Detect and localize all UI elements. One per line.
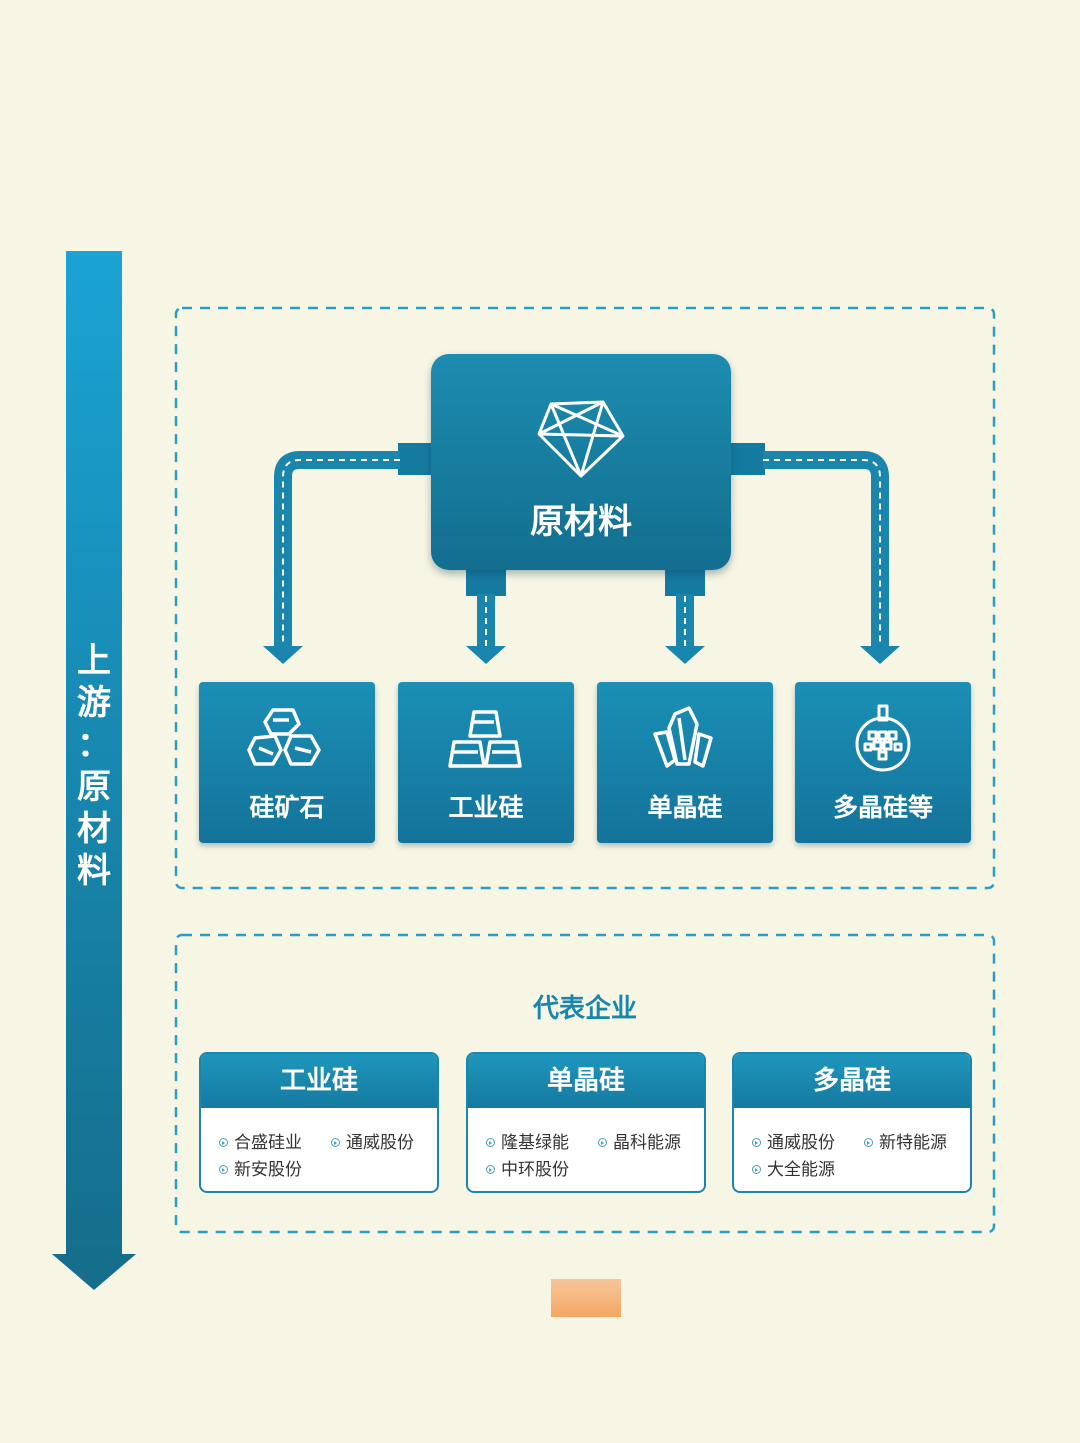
ore-stones-icon: [247, 708, 321, 766]
connector-right: [731, 443, 900, 664]
bullet-icon: [219, 1165, 228, 1174]
raw-material-node: 原材料: [431, 354, 731, 570]
card-title: 多晶硅: [734, 1054, 970, 1108]
company-item: 大全能源: [752, 1155, 835, 1180]
category-label: 硅矿石: [249, 793, 325, 822]
bullet-icon: [752, 1165, 761, 1174]
bullet-icon: [331, 1138, 340, 1147]
company-item: 新特能源: [864, 1128, 947, 1153]
connector-left: [263, 443, 432, 664]
card-title: 工业硅: [201, 1054, 437, 1108]
companies-frame: [174, 933, 996, 1234]
category-label: 工业硅: [448, 793, 524, 822]
silicon-ingots-icon: [448, 710, 522, 768]
bullet-icon: [219, 1138, 228, 1147]
crystal-icon: [537, 400, 625, 478]
connector-mid-left: [466, 568, 506, 664]
bullet-icon: [598, 1138, 607, 1147]
upstream-side-arrow: [52, 251, 136, 1290]
company-card-polysilicon: 多晶硅 通威股份 新特能源 大全能源: [732, 1052, 972, 1193]
company-item: 隆基绿能: [486, 1128, 569, 1153]
category-label: 单晶硅: [647, 793, 723, 822]
materials-frame: [174, 306, 996, 890]
polysilicon-globe-icon: [855, 704, 911, 772]
side-arrow-label: 上 游 ： 原 材 料: [77, 641, 111, 891]
crystal-cluster-icon: [653, 706, 713, 768]
company-item: 合盛硅业: [219, 1128, 302, 1153]
company-item: 通威股份: [331, 1128, 414, 1153]
representative-companies-title: 代表企业: [532, 994, 637, 1024]
orange-tab-decoration: [551, 1279, 621, 1317]
company-item: 中环股份: [486, 1155, 569, 1180]
category-industrial-silicon: 工业硅: [398, 682, 574, 843]
bullet-icon: [486, 1165, 495, 1174]
bullet-icon: [864, 1138, 873, 1147]
company-item: 新安股份: [219, 1155, 302, 1180]
connector-mid-right: [665, 568, 705, 664]
company-item: 晶科能源: [598, 1128, 681, 1153]
card-title: 单晶硅: [468, 1054, 704, 1108]
category-monocrystalline-silicon: 单晶硅: [597, 682, 773, 843]
bullet-icon: [486, 1138, 495, 1147]
company-card-monocrystalline-silicon: 单晶硅 隆基绿能 晶科能源 中环股份: [466, 1052, 706, 1193]
company-card-industrial-silicon: 工业硅 合盛硅业 通威股份 新安股份: [199, 1052, 439, 1193]
bullet-icon: [752, 1138, 761, 1147]
category-polysilicon: 多晶硅等: [795, 682, 971, 843]
category-label: 多晶硅等: [832, 793, 933, 822]
raw-material-label: 原材料: [530, 502, 632, 542]
company-item: 通威股份: [752, 1128, 835, 1153]
category-silica-ore: 硅矿石: [199, 682, 375, 843]
